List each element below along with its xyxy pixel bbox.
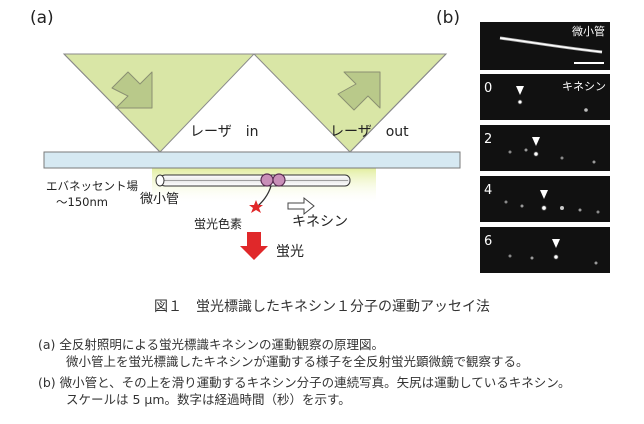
frame-time-2: 2: [484, 132, 492, 147]
caption-a-line2: 微小管上を蛍光標識したキネシンが運動する様子を全反射蛍光顕微鏡で観察する。: [66, 354, 529, 369]
micrograph-frame-4: 4: [480, 176, 610, 222]
kinesin-head-2: [272, 173, 286, 187]
fluorophore-star: [249, 200, 263, 213]
glass-slide: [43, 151, 461, 169]
laser-in-arrow: [111, 71, 153, 109]
microtubule-label: 微小管: [140, 192, 179, 207]
kinesin-direction-arrow: [287, 196, 315, 216]
micrograph-frame-6: 6: [480, 227, 610, 273]
fluorophore-label: 蛍光色素: [194, 217, 242, 231]
caption-a-line1: (a) 全反射照明による蛍光標識キネシンの運動観察の原理図。: [38, 337, 385, 352]
micrograph-kinesin-label: キネシン: [562, 80, 606, 93]
frame-time-4: 4: [484, 183, 492, 198]
caption-b-line2: スケールは 5 μm。数字は経過時間（秒）を示す。: [66, 392, 351, 407]
fluorescence-arrow: [240, 232, 268, 260]
fluorescence-label: 蛍光: [276, 244, 304, 260]
microtubule-end: [155, 174, 165, 187]
frame-time-6: 6: [484, 234, 492, 249]
laser-out-label: レーザ out: [330, 124, 409, 140]
panel-label-b: (b): [436, 8, 461, 28]
kinesin-stalk: [257, 185, 272, 207]
laser-out-arrow: [337, 71, 381, 111]
micrograph-frame-0: 0 キネシン: [480, 74, 610, 120]
figure-canvas: レーザ in レーザ out エバネッセント場 ～150nm 微小管 蛍光色素 …: [43, 22, 610, 273]
caption-b-line1: (b) 微小管と、その上を滑り運動するキネシン分子の連続写真。矢尻は運動している…: [38, 375, 571, 390]
micrograph-microtubule: 微小管: [480, 22, 610, 70]
panel-label-a: (a): [30, 8, 54, 28]
micrograph-frame-2: 2: [480, 125, 610, 171]
micrograph-microtubule-label: 微小管: [572, 24, 605, 38]
evanescent-field-label: エバネッセント場: [46, 179, 138, 193]
kinesin-label: キネシン: [292, 214, 348, 230]
evanescent-depth-label: ～150nm: [56, 195, 108, 209]
laser-in-label: レーザ in: [190, 124, 258, 140]
frame-time-0: 0: [484, 81, 492, 96]
kinesin-head-1: [260, 173, 274, 187]
figure-caption-title: 図１ 蛍光標識したキネシン１分子の運動アッセイ法: [154, 299, 490, 315]
